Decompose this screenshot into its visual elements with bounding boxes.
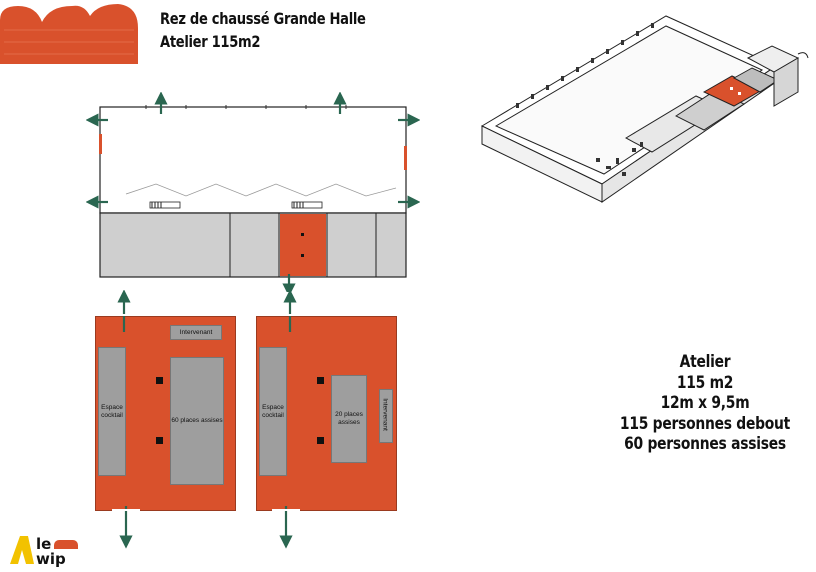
info-line: Atelier bbox=[679, 352, 731, 371]
speaker-zone: Intervenant bbox=[170, 325, 222, 340]
info-line: 115 m2 bbox=[676, 372, 734, 392]
seating-label: 20 places assises bbox=[335, 411, 363, 426]
room-layout-20-seats: Espace cocktail 20 places assises Interv… bbox=[256, 316, 397, 511]
logo-word-wip: wip bbox=[36, 550, 66, 568]
speaker-label: Intervenant bbox=[179, 328, 213, 336]
room-info: Atelier 115 m2 12m x 9,5m 115 personnes … bbox=[600, 352, 810, 455]
page-subtitle: Atelier 115m2 bbox=[160, 32, 261, 51]
cocktail-zone: Espace cocktail bbox=[98, 347, 126, 476]
le-wip-logo-mark bbox=[10, 536, 34, 564]
info-line: 115 personnes debout bbox=[619, 413, 791, 433]
speaker-zone bbox=[379, 389, 393, 443]
cocktail-label: Espace cocktail bbox=[262, 403, 284, 419]
logo-word-le: le bbox=[36, 535, 52, 553]
cocktail-label: Espace cocktail bbox=[101, 403, 123, 419]
isometric-building-view bbox=[480, 15, 809, 203]
pillar bbox=[317, 437, 324, 444]
logo-brick-icon bbox=[54, 540, 78, 549]
seating-label: 60 places assises bbox=[171, 417, 223, 424]
seating-zone: 60 places assises bbox=[170, 357, 224, 485]
floor-plan bbox=[86, 92, 420, 292]
info-line: 60 personnes assises bbox=[624, 434, 786, 453]
pillar bbox=[156, 377, 163, 384]
page-title: Rez de chaussé Grande Halle bbox=[160, 9, 366, 28]
info-line: 12m x 9,5m bbox=[660, 393, 750, 412]
pillar bbox=[317, 377, 324, 384]
cocktail-zone: Espace cocktail bbox=[259, 347, 287, 476]
room-layout-60-seats: Intervenant Espace cocktail 60 places as… bbox=[95, 316, 236, 511]
exit-arrows bbox=[110, 290, 304, 549]
pillar bbox=[156, 437, 163, 444]
brick-arch-logo bbox=[0, 4, 138, 64]
seating-zone: 20 places assises bbox=[331, 375, 367, 463]
